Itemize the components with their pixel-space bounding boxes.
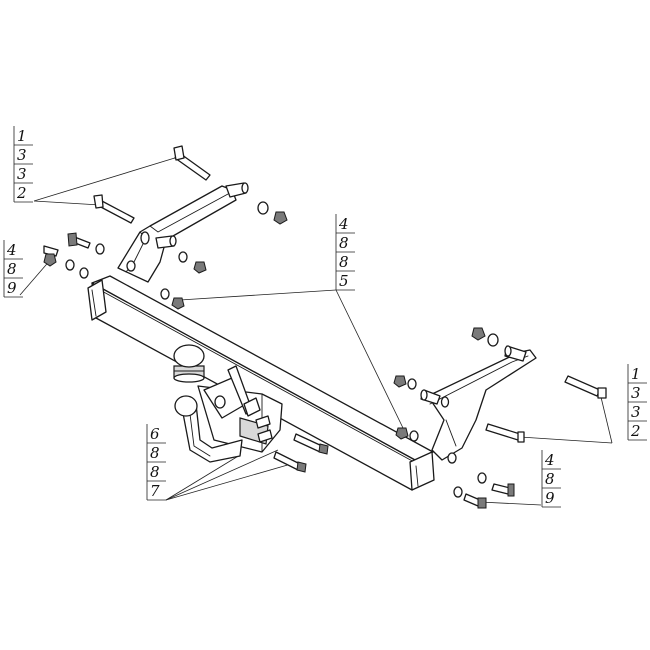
callout-number: 1 (17, 127, 27, 145)
callout-number: 3 (17, 165, 27, 183)
callout-number: 4 (6, 241, 17, 259)
leader-lines (19, 156, 613, 506)
callout-number: 8 (339, 234, 349, 252)
callout-number: 3 (631, 403, 641, 421)
callout-number: 8 (545, 470, 555, 488)
tow-ball-assembly (173, 344, 283, 463)
callout-number: 9 (7, 279, 17, 297)
callout-number: 8 (150, 444, 160, 462)
callout-left-nut-group: 489 (3, 240, 23, 298)
callout-number: 2 (630, 422, 641, 440)
callout-number: 8 (7, 260, 17, 278)
callout-number: 1 (631, 365, 641, 383)
callout-number: 3 (631, 384, 641, 402)
callout-number: 8 (150, 463, 160, 481)
cross-beam (87, 275, 435, 491)
right-mounting-bracket (420, 345, 537, 464)
callout-number: 7 (150, 482, 160, 500)
callout-right-nut-group: 489 (541, 450, 561, 508)
callout-number: 4 (544, 451, 555, 469)
callout-number: 5 (339, 272, 349, 290)
callout-number: 3 (17, 146, 27, 164)
fasteners (43, 145, 607, 509)
callout-number: 9 (545, 489, 555, 507)
callout-number: 8 (339, 253, 349, 271)
left-mounting-bracket (117, 182, 249, 283)
callout-number: 4 (338, 215, 349, 233)
callout-number: 2 (16, 184, 27, 202)
callout-number: 6 (150, 425, 160, 443)
